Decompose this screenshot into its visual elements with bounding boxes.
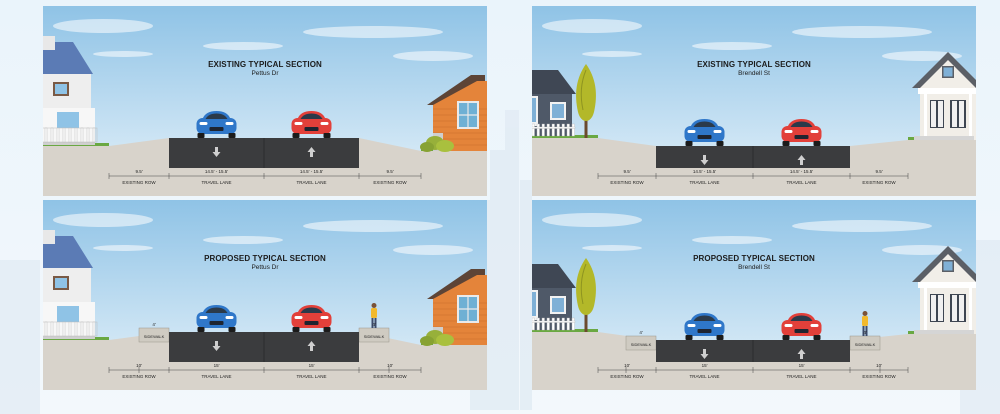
dimension-label: 9.5' bbox=[875, 169, 883, 174]
segment-label: EXISTING ROW bbox=[122, 374, 156, 379]
gray-house-icon bbox=[532, 70, 576, 137]
segment-label: EXISTING ROW bbox=[373, 374, 407, 379]
street-name: Pettus Dr bbox=[251, 70, 279, 77]
dimension-label: 15' bbox=[798, 363, 805, 368]
arrow-up-icon bbox=[307, 147, 316, 157]
dimension-label: 10' bbox=[387, 363, 393, 368]
clouds bbox=[53, 19, 473, 61]
blue-car-icon bbox=[196, 111, 237, 138]
arrow-down-icon bbox=[212, 147, 221, 157]
bush-icon bbox=[420, 136, 454, 152]
segment-label: TRAVEL LANE bbox=[786, 374, 817, 379]
blue-car-icon bbox=[684, 313, 725, 340]
dimension-label: 10' bbox=[624, 363, 630, 368]
section-title: PROPOSED TYPICAL SECTION bbox=[693, 254, 815, 263]
segment-label: EXISTING ROW bbox=[373, 180, 407, 185]
gray-house-icon bbox=[532, 264, 576, 331]
dimension-label: 15' bbox=[701, 363, 708, 368]
arrow-up-icon bbox=[797, 155, 806, 165]
segment-label: TRAVEL LANE bbox=[201, 180, 232, 185]
red-car-icon bbox=[291, 305, 332, 332]
white-house-icon bbox=[912, 246, 976, 334]
segment-label: TRAVEL LANE bbox=[786, 180, 817, 185]
segment-label: EXISTING ROW bbox=[862, 374, 896, 379]
dimension-label: 14.5' - 15.5' bbox=[299, 169, 324, 174]
grass-left bbox=[532, 329, 598, 332]
dimension-label: 10' bbox=[876, 363, 882, 368]
sidewalk-label: SIDEWALK bbox=[630, 342, 652, 347]
dimension-label: 14.5' - 15.5' bbox=[204, 169, 229, 174]
sidewalk-label: SIDEWALK bbox=[854, 342, 876, 347]
clouds bbox=[542, 19, 962, 61]
red-car-icon bbox=[781, 313, 822, 340]
house-right-icon bbox=[427, 75, 487, 151]
segment-label: EXISTING ROW bbox=[610, 180, 644, 185]
section-title: EXISTING TYPICAL SECTION bbox=[208, 60, 322, 69]
house-left-icon bbox=[43, 36, 98, 145]
tree-icon bbox=[576, 258, 596, 332]
arrow-down-icon bbox=[212, 341, 221, 351]
bush-icon bbox=[420, 330, 454, 346]
street-name: Brendell St bbox=[738, 264, 770, 271]
segment-label: TRAVEL LANE bbox=[689, 374, 720, 379]
clouds bbox=[53, 213, 473, 255]
white-house-icon bbox=[912, 52, 976, 140]
blue-car-icon bbox=[684, 119, 725, 146]
blue-car-icon bbox=[196, 305, 237, 332]
tree-icon bbox=[576, 64, 596, 138]
pedestrian-icon bbox=[862, 311, 868, 336]
arrow-down-icon bbox=[700, 155, 709, 165]
arrow-up-icon bbox=[307, 341, 316, 351]
dimension-label: 15' bbox=[308, 363, 315, 368]
red-car-icon bbox=[291, 111, 332, 138]
street-name: Pettus Dr bbox=[251, 264, 279, 271]
sidewalk-dimension: 4' bbox=[639, 330, 643, 335]
sidewalk-label: SIDEWALK bbox=[143, 334, 165, 339]
dimension-label: 9.5' bbox=[386, 169, 394, 174]
arrow-up-icon bbox=[797, 349, 806, 359]
sidewalk-dimension: 4' bbox=[152, 322, 156, 327]
sidewalk-dimension: 4' bbox=[372, 322, 376, 327]
house-left-icon bbox=[43, 230, 98, 339]
street-name: Brendell St bbox=[738, 70, 770, 77]
dimension-label: 14.5' - 15.5' bbox=[789, 169, 814, 174]
dimension-label: 9.5' bbox=[135, 169, 143, 174]
sidewalk-label: SIDEWALK bbox=[363, 334, 385, 339]
segment-label: TRAVEL LANE bbox=[201, 374, 232, 379]
grass-left bbox=[532, 135, 598, 138]
section-title: EXISTING TYPICAL SECTION bbox=[697, 60, 811, 69]
pedestrian-icon bbox=[371, 303, 377, 328]
dimension-label: 10' bbox=[136, 363, 142, 368]
sidewalk-dimension: 4' bbox=[863, 330, 867, 335]
red-car-icon bbox=[781, 119, 822, 146]
segment-label: EXISTING ROW bbox=[122, 180, 156, 185]
dimension-label: 15' bbox=[213, 363, 220, 368]
segment-label: TRAVEL LANE bbox=[296, 180, 327, 185]
segment-label: TRAVEL LANE bbox=[689, 180, 720, 185]
dimension-label: 14.5' - 15.5' bbox=[692, 169, 717, 174]
arrow-down-icon bbox=[700, 349, 709, 359]
segment-label: EXISTING ROW bbox=[610, 374, 644, 379]
dimension-label: 9.5' bbox=[623, 169, 631, 174]
segment-label: EXISTING ROW bbox=[862, 180, 896, 185]
section-title: PROPOSED TYPICAL SECTION bbox=[204, 254, 326, 263]
segment-label: TRAVEL LANE bbox=[296, 374, 327, 379]
